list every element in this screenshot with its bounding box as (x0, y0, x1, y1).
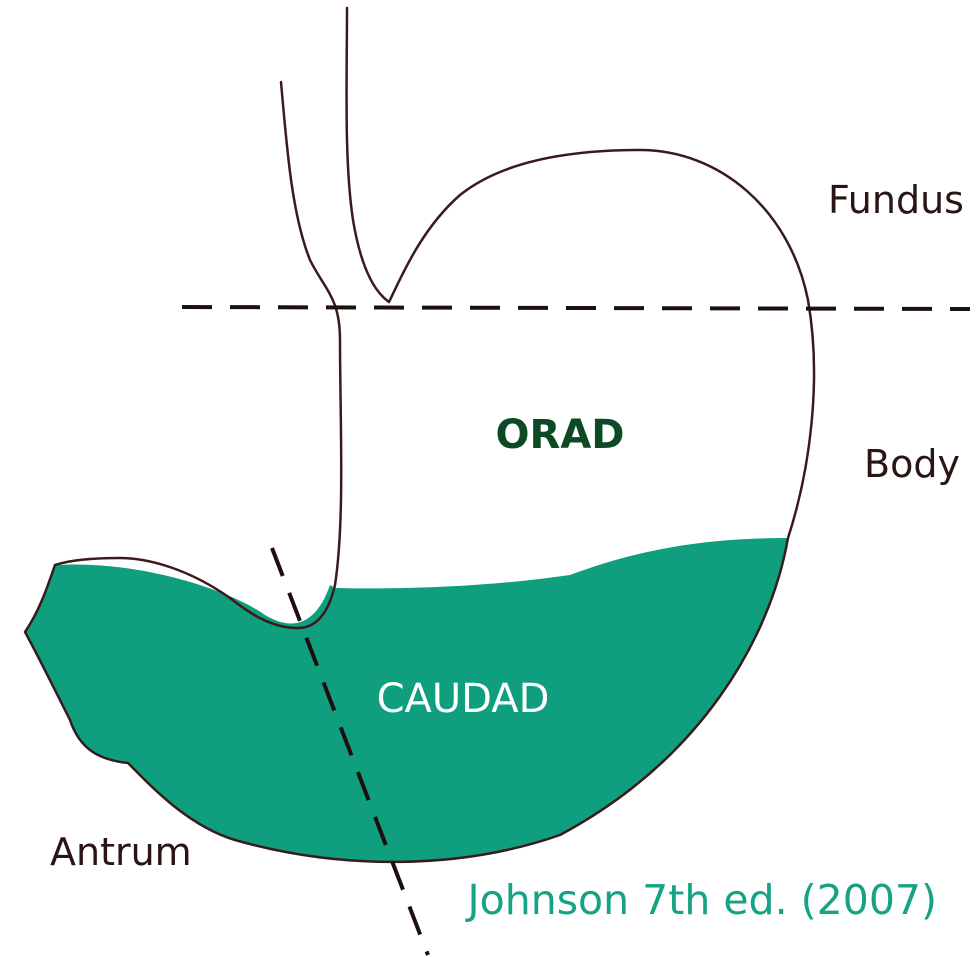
orad-label: ORAD (496, 412, 625, 458)
caudad-label: CAUDAD (377, 676, 550, 722)
citation-label: Johnson 7th ed. (2007) (465, 876, 937, 924)
fundus-label: Fundus (828, 178, 964, 222)
lesser-curvature-outline (55, 82, 341, 628)
fundus-body-divider (182, 307, 970, 309)
antrum-label: Antrum (50, 830, 192, 874)
body-label: Body (864, 442, 960, 486)
